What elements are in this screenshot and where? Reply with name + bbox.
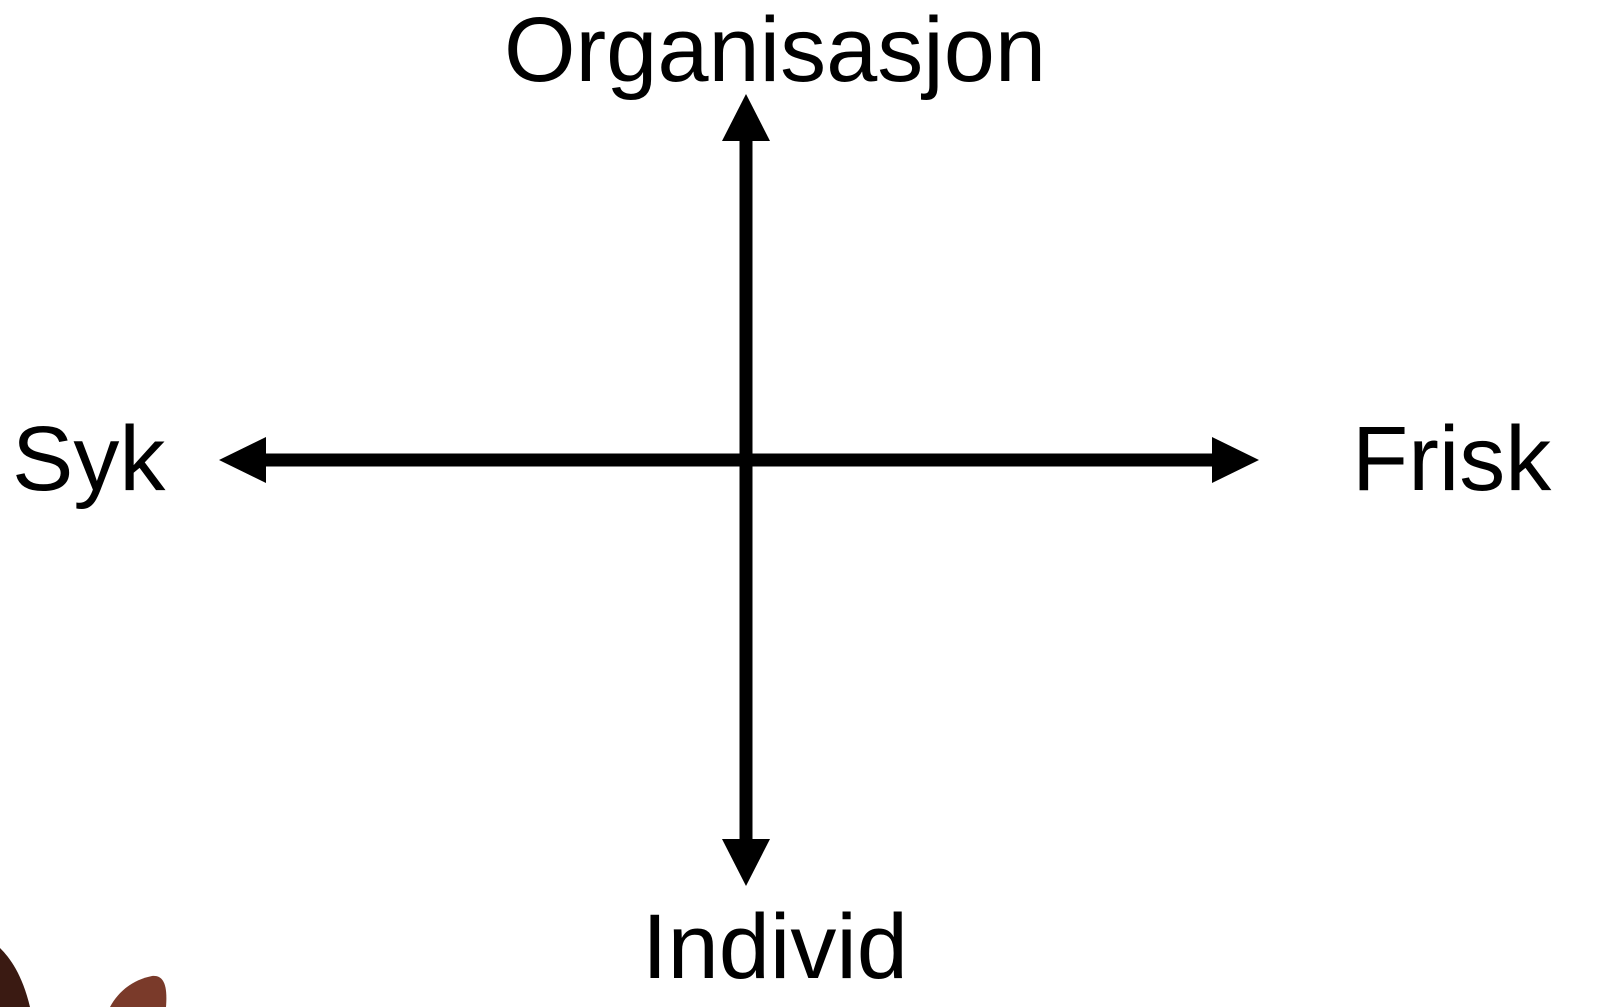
top-arrowhead [722, 94, 770, 141]
left-arrowhead [219, 437, 266, 483]
right-arrowhead [1212, 437, 1259, 483]
axis-label-syk: Syk [12, 413, 165, 505]
axis-label-frisk: Frisk [1352, 413, 1551, 505]
axis-label-organisasjon: Organisasjon [0, 4, 1550, 96]
bottom-arrowhead [722, 839, 770, 886]
axis-label-individ: Individ [0, 901, 1550, 993]
